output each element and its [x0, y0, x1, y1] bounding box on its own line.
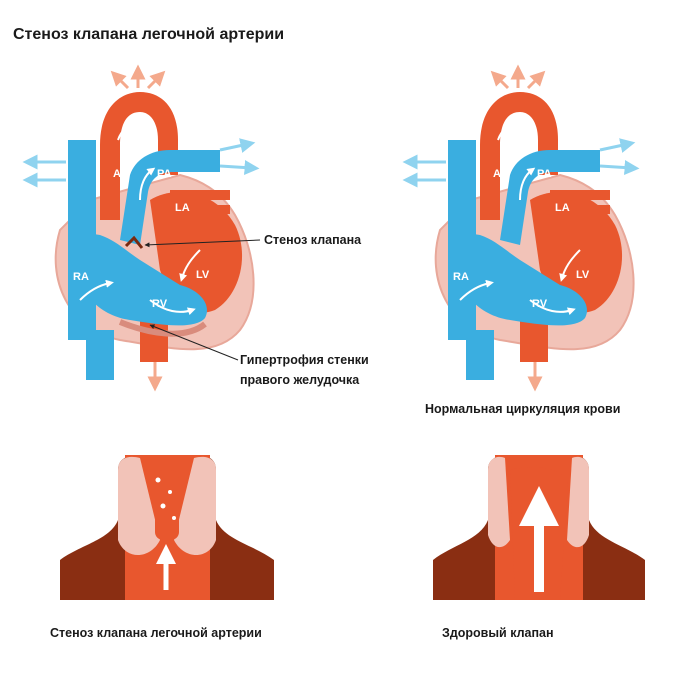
valve-healthy [433, 455, 645, 600]
callout-stenosis-line [144, 239, 261, 248]
heart-normal: Ao PA LA RA LV RV [410, 72, 634, 384]
stenotic-valve-mark [124, 235, 144, 249]
label-lv: LV [196, 269, 210, 281]
label-lv: LV [576, 269, 590, 281]
label-ao: Ao [493, 168, 508, 180]
label-ra: RA [453, 271, 469, 283]
label-la: LA [555, 202, 570, 214]
label-la: LA [175, 202, 190, 214]
label-rv: RV [152, 298, 168, 310]
caption-stenotic-valve: Стеноз клапана легочной артерии [50, 626, 262, 640]
callout-hypertrophy-line1: Гипертрофия стенки [240, 353, 369, 367]
heart-stenosis: Ao PA LA RA LV RV [30, 72, 261, 384]
callout-stenosis: Стеноз клапана [264, 233, 362, 247]
page-title: Стеноз клапана легочной артерии [13, 26, 285, 43]
valve-stenotic [60, 455, 274, 600]
callout-hypertrophy-line [149, 324, 239, 361]
caption-normal-circulation: Нормальная циркуляция крови [425, 402, 621, 416]
callout-hypertrophy-line2: правого желудочка [240, 373, 360, 387]
caption-healthy-valve: Здоровый клапан [442, 626, 554, 640]
label-pa: PA [537, 168, 552, 180]
label-ra: RA [73, 271, 89, 283]
label-pa: PA [157, 168, 172, 180]
label-rv: RV [532, 298, 548, 310]
label-ao: Ao [113, 168, 128, 180]
